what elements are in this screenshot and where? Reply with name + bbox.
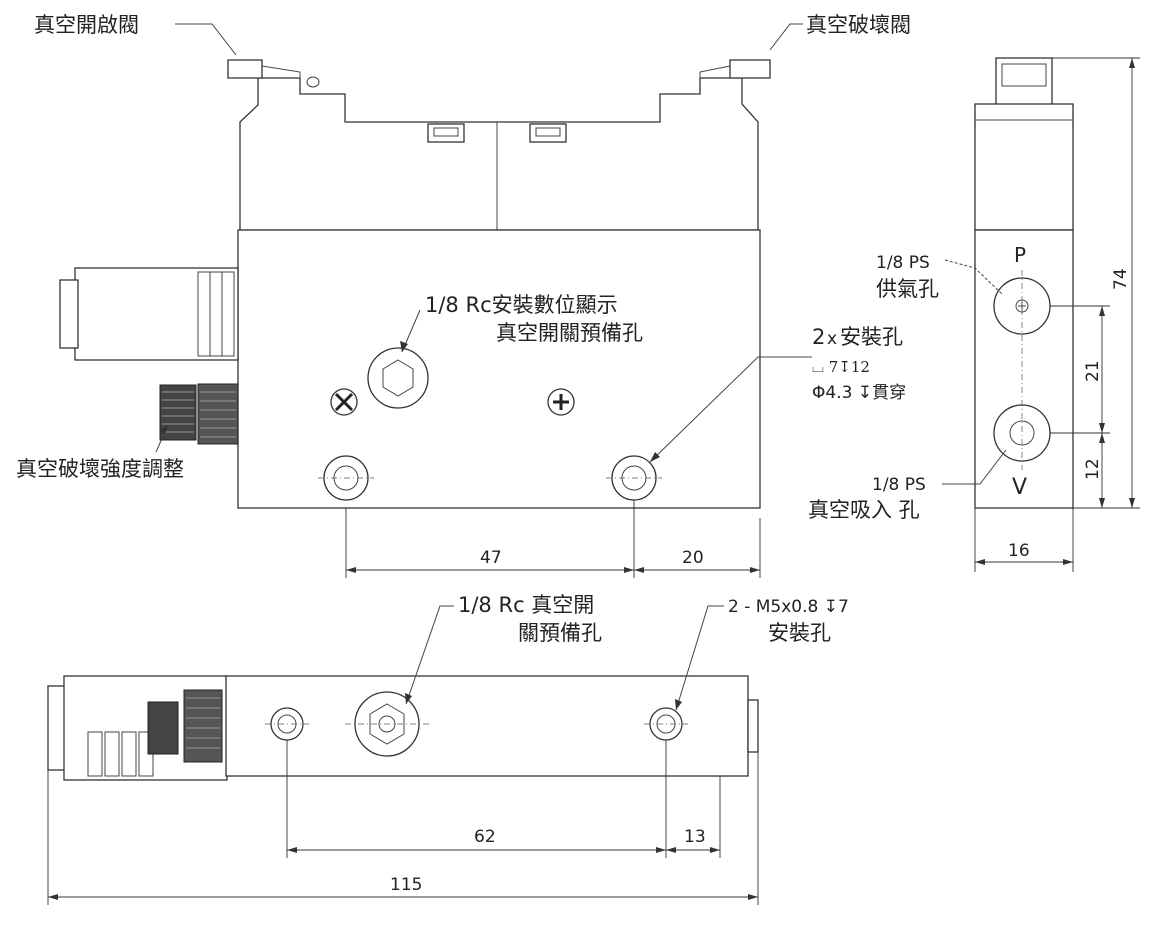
dim-front-hole-to-edge: 20	[682, 548, 704, 568]
front-dimensions	[345, 500, 761, 578]
label-bottom-port-1: 1/8 Rc 真空開	[458, 593, 594, 617]
label-bottom-thread-1: 2 - M5x0.8 ↧7	[728, 597, 849, 617]
label-vacuum-port-name: 真空吸入 孔	[808, 498, 920, 522]
dim-bottom-hole-spacing: 62	[474, 827, 496, 847]
front-main-block	[237, 229, 761, 509]
label-supply-port-size: 1/8 PS	[876, 253, 930, 273]
label-mount-holes-text: 安裝孔	[840, 325, 903, 349]
break-adjust-knob	[159, 383, 239, 445]
label-display-port-2: 真空開關預備孔	[496, 321, 643, 345]
dim-side-port-spacing: 21	[1083, 360, 1103, 382]
label-vacuum-break-adjust: 真空破壞強度調整	[16, 457, 184, 481]
label-mount-holes-x: x	[827, 329, 837, 349]
label-port-v: V	[1012, 475, 1027, 500]
label-through-spec: Φ4.3 ↧貫穿	[812, 383, 906, 403]
bottom-connector-ribs	[87, 731, 154, 777]
label-bottom-port-2: 關預備孔	[518, 621, 602, 645]
label-vacuum-break-valve: 真空破壞閥	[806, 13, 911, 37]
front-screw-right	[547, 388, 575, 416]
bottom-view	[47, 605, 759, 905]
dim-bottom-hole-to-edge: 13	[684, 827, 706, 847]
dim-overall-length: 115	[390, 875, 422, 895]
side-dimensions	[974, 57, 1140, 572]
label-display-port-1: 1/8 Rc安裝數位顯示	[425, 293, 618, 317]
label-bottom-thread-2: 安裝孔	[768, 621, 831, 645]
label-counterbore-spec: ⌴ 7↧12	[812, 358, 870, 376]
front-connector	[59, 267, 239, 361]
label-vacuum-on-valve: 真空開啟閥	[34, 13, 139, 37]
label-vacuum-port-size: 1/8 PS	[872, 475, 926, 495]
front-display-port	[367, 347, 429, 409]
label-supply-port-name: 供氣孔	[876, 277, 939, 301]
dim-side-height: 74	[1111, 268, 1131, 290]
bottom-dimensions	[47, 740, 759, 905]
label-mount-holes-count: 2	[812, 325, 825, 349]
front-screw-left	[330, 388, 358, 416]
side-view	[942, 57, 1140, 572]
label-port-p: P	[1014, 243, 1026, 267]
dim-side-port-to-bottom: 12	[1083, 458, 1103, 480]
front-view	[59, 23, 812, 578]
dim-side-width: 16	[1008, 541, 1030, 561]
dim-front-hole-spacing: 47	[480, 548, 502, 568]
side-main-block	[974, 229, 1074, 509]
